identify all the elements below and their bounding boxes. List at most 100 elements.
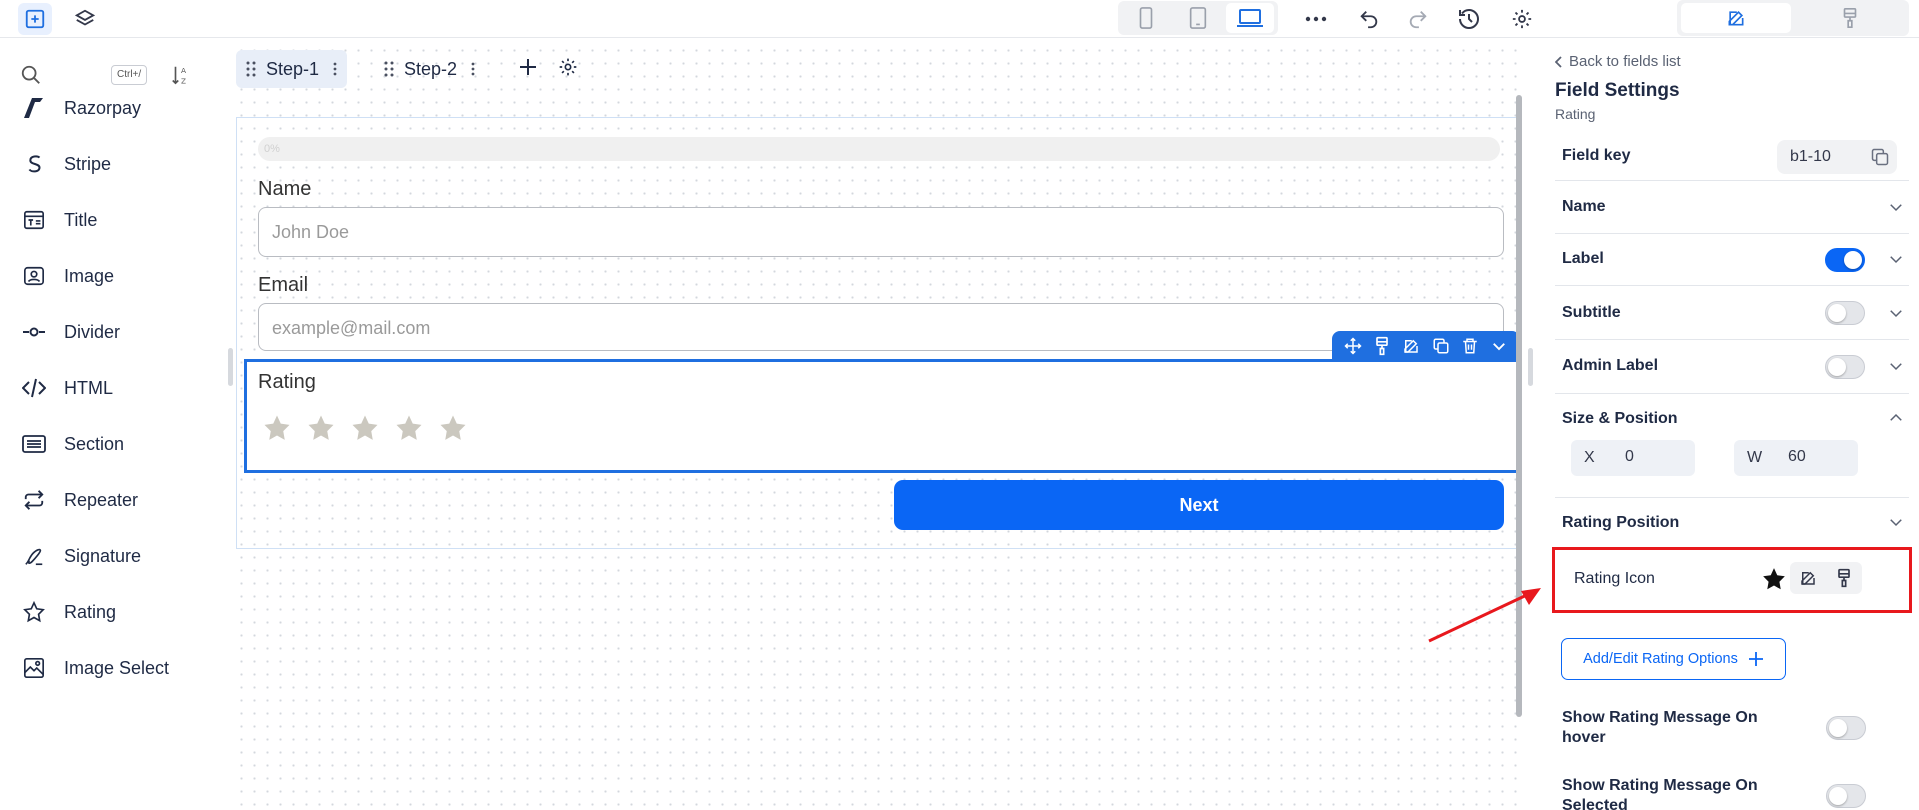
search-shortcut: Ctrl+/ [111, 65, 148, 85]
drag-handle-icon[interactable] [246, 61, 256, 77]
sidebar-item-image-select[interactable]: Image Select [22, 648, 212, 688]
gear-icon [558, 57, 578, 77]
element-search[interactable]: Ctrl+/ [14, 58, 158, 92]
add-step-button[interactable] [513, 52, 543, 82]
selected-message-label: Show Rating Message On Selected [1562, 777, 1758, 810]
subtitle-toggle[interactable] [1825, 301, 1865, 325]
chevron-up-icon[interactable] [1887, 409, 1905, 427]
panel-resize-handle[interactable] [1528, 348, 1533, 386]
kebab-icon[interactable] [471, 62, 475, 76]
rating-field-label: Rating [258, 371, 316, 393]
rating-field-selected[interactable] [244, 359, 1520, 473]
hover-message-toggle[interactable] [1826, 716, 1866, 740]
sidebar-item-razorpay[interactable]: Razorpay [22, 88, 212, 128]
back-to-fields-link[interactable]: Back to fields list [1555, 53, 1681, 70]
rating-star-icon[interactable] [350, 413, 380, 443]
name-setting-row[interactable]: Name [1555, 181, 1909, 234]
name-input[interactable]: John Doe [258, 207, 1504, 257]
desktop-view-button[interactable] [1226, 3, 1274, 33]
edit-mode-button[interactable] [1681, 3, 1791, 33]
step-settings-button[interactable] [553, 52, 583, 82]
move-icon[interactable] [1342, 335, 1364, 357]
selected-message-toggle[interactable] [1826, 784, 1866, 808]
sidebar-item-stripe[interactable]: Stripe [22, 144, 212, 184]
divider-icon [22, 320, 46, 344]
sidebar-item-html[interactable]: HTML [22, 368, 212, 408]
search-icon [20, 64, 42, 86]
style-mode-button[interactable] [1795, 3, 1905, 33]
tablet-view-button[interactable] [1174, 3, 1222, 33]
add-edit-rating-options-button[interactable]: Add/Edit Rating Options [1561, 638, 1786, 680]
sidebar-item-rating[interactable]: Rating [22, 592, 212, 632]
size-position-section: Size & Position [1555, 394, 1909, 498]
rating-star-icon[interactable] [438, 413, 468, 443]
name-field-label: Name [258, 178, 312, 200]
sidebar-item-repeater[interactable]: Repeater [22, 480, 212, 520]
copy-icon[interactable] [1870, 147, 1890, 167]
chevron-down-icon[interactable] [1887, 357, 1905, 375]
edit-icon[interactable] [1798, 568, 1818, 588]
subtitle-setting-label: Subtitle [1562, 304, 1621, 321]
admin-label-setting-label: Admin Label [1562, 357, 1659, 374]
settings-button[interactable] [1505, 3, 1539, 35]
w-value: 60 [1788, 448, 1806, 465]
star-icon [22, 600, 46, 624]
sidebar-item-label: HTML [64, 377, 113, 398]
panel-subtitle: Rating [1555, 106, 1596, 122]
undo-button[interactable] [1352, 3, 1386, 35]
trash-icon[interactable] [1459, 335, 1481, 357]
rating-star-icon[interactable] [262, 413, 292, 443]
width-input[interactable]: W 60 [1734, 440, 1858, 476]
rating-star-icon[interactable] [306, 413, 336, 443]
paint-icon[interactable] [1834, 568, 1854, 588]
tab-label: Step-2 [404, 58, 458, 79]
mobile-view-button[interactable] [1122, 3, 1170, 33]
tab-step-2[interactable]: Step-2 [374, 50, 485, 88]
sidebar-item-title[interactable]: Title [22, 200, 212, 240]
star-filled-icon[interactable] [1761, 566, 1787, 592]
history-button[interactable] [1452, 3, 1486, 35]
sidebar-item-image[interactable]: Image [22, 256, 212, 296]
layers-icon [74, 8, 96, 30]
device-switcher [1118, 1, 1278, 35]
x-position-input[interactable]: X 0 [1571, 440, 1695, 476]
chevron-down-icon[interactable] [1887, 250, 1905, 268]
undo-icon [1358, 8, 1380, 30]
kebab-icon[interactable] [333, 62, 337, 76]
svg-text:A: A [181, 66, 186, 75]
more-options-button[interactable] [1299, 3, 1333, 35]
redo-button[interactable] [1401, 3, 1435, 35]
paint-icon [1841, 7, 1859, 29]
sidebar-item-section[interactable]: Section [22, 424, 212, 464]
rating-star-icon[interactable] [394, 413, 424, 443]
plus-icon [518, 57, 538, 77]
desktop-icon [1236, 8, 1264, 28]
sidebar-item-divider[interactable]: Divider [22, 312, 212, 352]
tab-step-1[interactable]: Step-1 [236, 50, 348, 88]
label-toggle[interactable] [1825, 248, 1865, 272]
subtitle-setting-row: Subtitle [1555, 286, 1909, 340]
chevron-down-icon [1887, 513, 1905, 531]
sidebar-item-signature[interactable]: Signature [22, 536, 212, 576]
drag-handle-icon[interactable] [384, 61, 394, 77]
annotation-arrow [1428, 588, 1541, 643]
canvas-scrollbar[interactable] [1516, 95, 1522, 717]
edit-icon[interactable] [1400, 335, 1422, 357]
duplicate-icon[interactable] [1430, 335, 1452, 357]
email-input[interactable]: example@mail.com [258, 303, 1504, 351]
next-button[interactable]: Next [894, 480, 1504, 530]
sidebar-item-label: Signature [64, 545, 142, 566]
paint-icon[interactable] [1371, 335, 1393, 357]
chevron-down-icon[interactable] [1887, 304, 1905, 322]
admin-label-toggle[interactable] [1825, 355, 1865, 379]
rating-position-row[interactable]: Rating Position [1555, 498, 1909, 544]
sidebar-item-label: Section [64, 433, 125, 454]
edit-icon [1726, 8, 1746, 28]
add-element-button[interactable] [18, 3, 52, 35]
chevron-down-icon [1887, 198, 1905, 216]
layers-button[interactable] [68, 3, 102, 35]
panel-title: Field Settings [1555, 80, 1680, 101]
sidebar-resize-handle[interactable] [228, 348, 233, 386]
chevron-down-icon[interactable] [1488, 335, 1510, 357]
